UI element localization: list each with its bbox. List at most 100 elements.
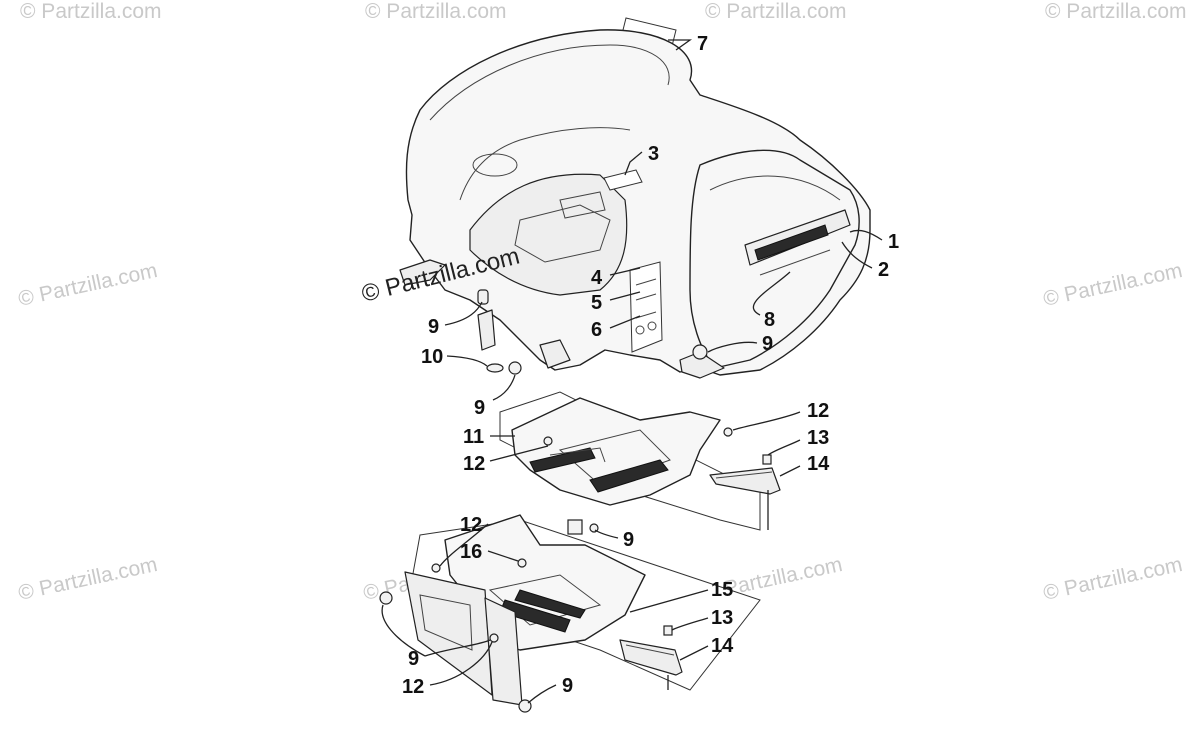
leader-1 bbox=[849, 229, 883, 241]
storage-well bbox=[469, 173, 628, 296]
leader-12-left bbox=[489, 445, 549, 462]
screw-12c bbox=[431, 563, 441, 573]
storage-latch bbox=[559, 191, 606, 219]
footpeg-upper-teeth bbox=[715, 471, 773, 479]
right-fender-grommet bbox=[692, 344, 708, 360]
leader-14-lower bbox=[679, 645, 709, 661]
footwell-upper-rib bbox=[549, 447, 606, 463]
callout-13-upper: 13 bbox=[807, 427, 829, 449]
storage-well-floor bbox=[514, 204, 611, 263]
leader-9-bottom bbox=[527, 684, 557, 704]
callout-12-lower-left: 12 bbox=[460, 514, 482, 536]
watermark-low-left: © Partzilla.com bbox=[16, 553, 159, 605]
callout-12-left: 12 bbox=[463, 453, 485, 475]
screw-13a bbox=[762, 454, 772, 465]
watermark-mid-right: © Partzilla.com bbox=[1041, 259, 1184, 311]
warning-decal-symbol-1 bbox=[635, 325, 645, 335]
callout-2: 2 bbox=[878, 259, 889, 281]
leader-5 bbox=[609, 291, 641, 301]
clip-9d bbox=[567, 519, 583, 535]
side-decal-stripe bbox=[754, 224, 829, 261]
callout-7: 7 bbox=[697, 33, 708, 55]
fender-cup-recess bbox=[472, 153, 518, 177]
warning-decal-lines bbox=[635, 278, 657, 319]
rear-fender-assembly bbox=[399, 29, 871, 379]
leader-9-right bbox=[707, 341, 758, 353]
footpeg-lower bbox=[619, 639, 683, 676]
leader-14-upper bbox=[779, 465, 801, 477]
leader-12-right bbox=[732, 411, 801, 431]
callout-11: 11 bbox=[463, 426, 484, 448]
left-mount-tab bbox=[399, 259, 446, 286]
leader-9-clip bbox=[594, 529, 619, 539]
right-fender-contour bbox=[709, 175, 841, 201]
callout-5: 5 bbox=[591, 292, 602, 314]
push-rivet-9a bbox=[477, 289, 489, 305]
leader-2 bbox=[841, 241, 873, 269]
callout-3: 3 bbox=[648, 143, 659, 165]
side-decal-line bbox=[759, 249, 831, 276]
callout-14-lower: 14 bbox=[711, 635, 734, 657]
screw-12d bbox=[489, 633, 499, 643]
callout-9-bottom: 9 bbox=[562, 675, 573, 697]
footpeg-upper bbox=[709, 467, 781, 495]
callouts: 7 3 1 2 4 5 6 8 9 9 10 9 11 12 12 13 14 … bbox=[402, 33, 899, 698]
leader-13-lower bbox=[671, 617, 709, 631]
callout-15: 15 bbox=[711, 579, 733, 601]
watermark-mid-left: © Partzilla.com bbox=[16, 259, 159, 311]
leader-9-lower-left bbox=[381, 604, 426, 657]
callout-9-right: 9 bbox=[762, 333, 773, 355]
mud-flap-inner bbox=[419, 594, 473, 651]
leader-lines bbox=[381, 39, 883, 704]
leader-16 bbox=[487, 550, 519, 562]
callout-13-lower: 13 bbox=[711, 607, 733, 629]
leader-8 bbox=[752, 271, 791, 316]
leader-10 bbox=[446, 355, 488, 367]
callout-9-upper: 9 bbox=[428, 316, 439, 338]
callout-10: 10 bbox=[421, 346, 443, 368]
footwell-lower bbox=[404, 514, 646, 706]
warning-decal-symbol-2 bbox=[647, 321, 657, 331]
footwell-upper-body bbox=[511, 397, 721, 506]
footwell-upper-floor bbox=[558, 429, 671, 486]
leader-13-upper bbox=[767, 439, 801, 456]
leader-9-upper bbox=[444, 301, 483, 326]
watermark-top-3: © Partzilla.com bbox=[705, 0, 847, 23]
center-lower-tab bbox=[539, 339, 571, 369]
leader-12-lower-left bbox=[439, 523, 489, 567]
watermark-top-2: © Partzilla.com bbox=[365, 0, 507, 23]
callout-12-right: 12 bbox=[807, 400, 829, 422]
callout-6: 6 bbox=[591, 319, 602, 341]
fender-inner-contour bbox=[459, 127, 631, 201]
washer-10 bbox=[486, 363, 504, 373]
screw-12a bbox=[723, 427, 733, 437]
footwell-upper bbox=[511, 397, 721, 506]
watermark-low-right: © Partzilla.com bbox=[1041, 553, 1184, 605]
leader-15 bbox=[629, 589, 709, 613]
watermark-top-left: © Partzilla.com bbox=[20, 0, 162, 23]
leader-3 bbox=[624, 151, 643, 176]
leader-6 bbox=[609, 315, 641, 329]
nut-9e bbox=[379, 591, 393, 605]
leader-4 bbox=[609, 267, 641, 276]
footpeg-lower-teeth bbox=[625, 644, 675, 656]
leader-12-lower bbox=[429, 641, 493, 686]
leader-7 bbox=[668, 39, 693, 51]
callout-9-clip: 9 bbox=[623, 529, 634, 551]
callout-14-upper: 14 bbox=[807, 453, 830, 475]
watermark-top-right: © Partzilla.com bbox=[1045, 0, 1187, 23]
leader-9-lower-left-b bbox=[424, 639, 491, 657]
callout-4: 4 bbox=[591, 267, 603, 289]
leader-9-mid bbox=[492, 374, 516, 401]
left-lower-tab bbox=[477, 309, 496, 351]
footwell-upper-grate bbox=[589, 459, 669, 493]
mud-flap-left bbox=[404, 571, 493, 696]
screw-16 bbox=[517, 558, 527, 568]
right-fender-wing bbox=[689, 149, 860, 369]
callout-1: 1 bbox=[888, 231, 899, 253]
callout-9-mid: 9 bbox=[474, 397, 485, 419]
screw-13b bbox=[663, 625, 673, 636]
nut-9b bbox=[508, 361, 522, 375]
footwell-lower-grate-2 bbox=[514, 589, 586, 619]
